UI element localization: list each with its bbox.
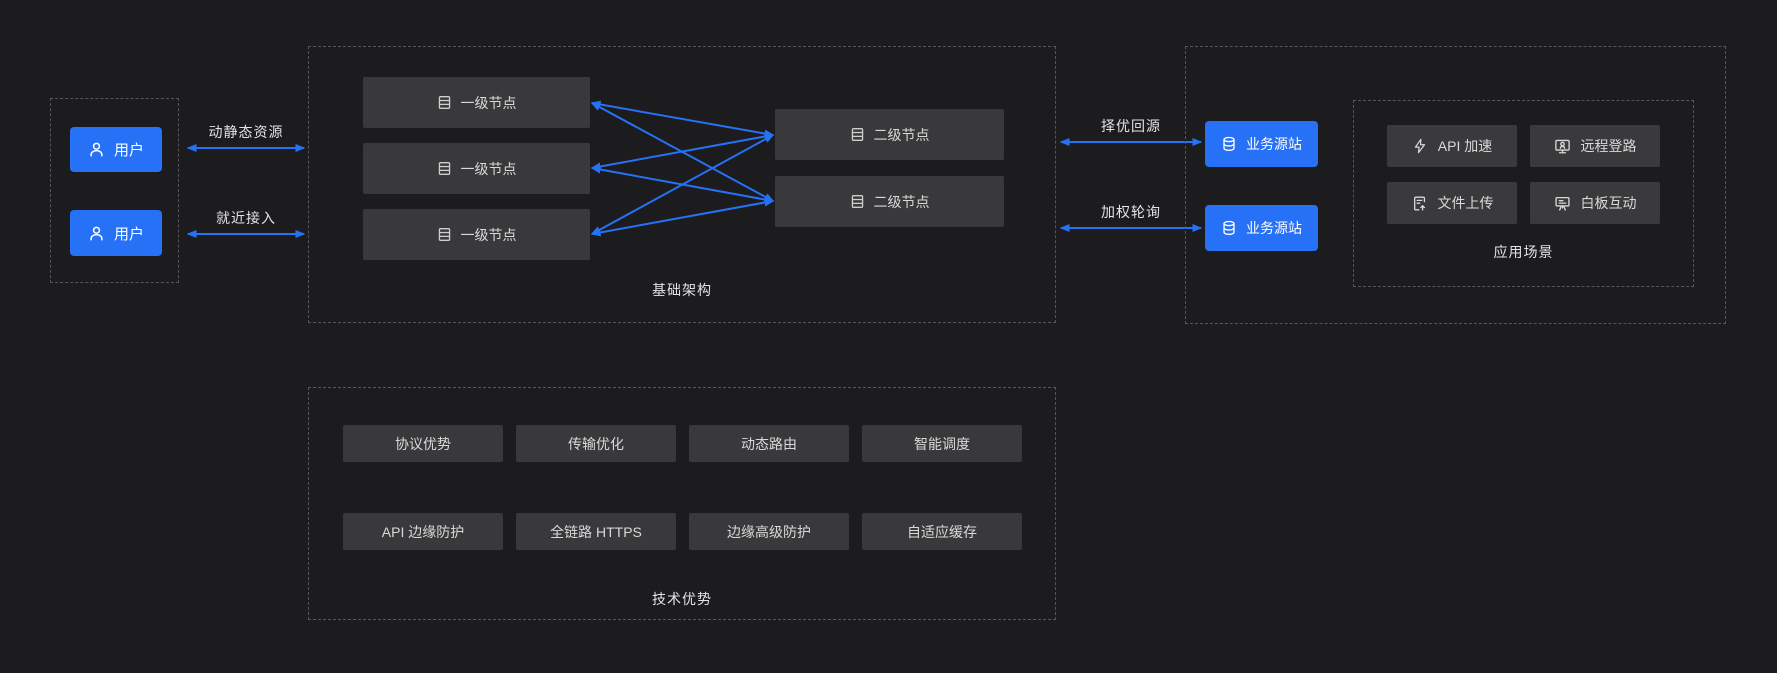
scenarios-panel bbox=[1353, 100, 1694, 287]
node-list-icon bbox=[438, 228, 450, 241]
scenario-label: 远程登路 bbox=[1580, 138, 1637, 154]
tech-advantages-title: 技术优势 bbox=[652, 591, 712, 607]
user-label: 用户 bbox=[113, 142, 144, 159]
tech-pill-label: 动态路由 bbox=[741, 435, 797, 452]
origin-and-scenarios-panel bbox=[1185, 46, 1726, 324]
tech-pill-protocol: 协议优势 bbox=[343, 425, 503, 462]
tech-pill-full-link-https: 全链路 HTTPS bbox=[516, 513, 676, 550]
node-list-icon bbox=[438, 162, 450, 175]
database-icon bbox=[1223, 136, 1235, 151]
link-label-optimal-origin: 择优回源 bbox=[1101, 118, 1161, 134]
scenario-remote-login: 远程登路 bbox=[1530, 125, 1660, 167]
users-panel bbox=[50, 98, 179, 283]
scenario-label: API 加速 bbox=[1437, 138, 1493, 154]
level2-node: 二级节点 bbox=[775, 176, 1004, 227]
whiteboard-icon bbox=[1554, 196, 1570, 211]
tech-pill-label: 自适应缓存 bbox=[907, 523, 977, 540]
link-label-nearby-access: 就近接入 bbox=[216, 210, 276, 226]
level2-node-label: 二级节点 bbox=[873, 193, 930, 210]
level1-node-label: 一级节点 bbox=[460, 160, 517, 177]
user-node: 用户 bbox=[70, 127, 162, 172]
scenario-whiteboard: 白板互动 bbox=[1530, 182, 1660, 224]
remote-desktop-icon bbox=[1554, 139, 1570, 153]
tech-pill-label: 协议优势 bbox=[395, 435, 451, 452]
user-icon bbox=[90, 142, 103, 157]
link-label-dynamic-static: 动静态资源 bbox=[208, 124, 284, 140]
file-upload-icon bbox=[1413, 196, 1425, 211]
link-label-weighted-round-robin: 加权轮询 bbox=[1101, 204, 1161, 220]
scenario-label: 白板互动 bbox=[1580, 195, 1637, 211]
level1-node: 一级节点 bbox=[363, 209, 590, 260]
origin-server-label: 业务源站 bbox=[1246, 136, 1302, 152]
level1-node-label: 一级节点 bbox=[460, 94, 517, 111]
node-list-icon bbox=[851, 195, 863, 208]
tech-pill-edge-advanced-protection: 边缘高级防护 bbox=[689, 513, 849, 550]
tech-pill-api-edge-protection: API 边缘防护 bbox=[343, 513, 503, 550]
infrastructure-title: 基础架构 bbox=[652, 282, 712, 298]
level1-node-label: 一级节点 bbox=[460, 226, 517, 243]
scenario-file-upload: 文件上传 bbox=[1387, 182, 1517, 224]
user-icon bbox=[90, 226, 103, 240]
origin-server-label: 业务源站 bbox=[1246, 220, 1302, 236]
tech-pill-label: 全链路 HTTPS bbox=[550, 523, 642, 540]
lightning-icon bbox=[1414, 138, 1425, 154]
tech-pill-transmission: 传输优化 bbox=[516, 425, 676, 462]
node-list-icon bbox=[851, 128, 863, 141]
infrastructure-panel bbox=[308, 46, 1056, 323]
tech-advantages-panel bbox=[308, 387, 1056, 620]
scenarios-title: 应用场景 bbox=[1493, 244, 1554, 260]
user-node: 用户 bbox=[70, 210, 162, 256]
level1-node: 一级节点 bbox=[363, 77, 590, 128]
tech-pill-label: 智能调度 bbox=[914, 435, 970, 452]
tech-pill-label: 传输优化 bbox=[568, 435, 624, 452]
user-label: 用户 bbox=[113, 225, 144, 243]
origin-server-node: 业务源站 bbox=[1205, 121, 1318, 167]
level2-node-label: 二级节点 bbox=[873, 126, 930, 143]
tech-pill-label: API 边缘防护 bbox=[381, 523, 465, 540]
tech-pill-adaptive-cache: 自适应缓存 bbox=[862, 513, 1022, 550]
tech-pill-dynamic-routing: 动态路由 bbox=[689, 425, 849, 462]
scenario-api-acceleration: API 加速 bbox=[1387, 125, 1517, 167]
level1-node: 一级节点 bbox=[363, 143, 590, 194]
node-list-icon bbox=[438, 96, 450, 109]
tech-pill-smart-scheduling: 智能调度 bbox=[862, 425, 1022, 462]
database-icon bbox=[1223, 220, 1235, 235]
level2-node: 二级节点 bbox=[775, 109, 1004, 160]
tech-pill-label: 边缘高级防护 bbox=[727, 523, 811, 540]
origin-server-node: 业务源站 bbox=[1205, 205, 1318, 251]
scenario-label: 文件上传 bbox=[1437, 195, 1494, 211]
